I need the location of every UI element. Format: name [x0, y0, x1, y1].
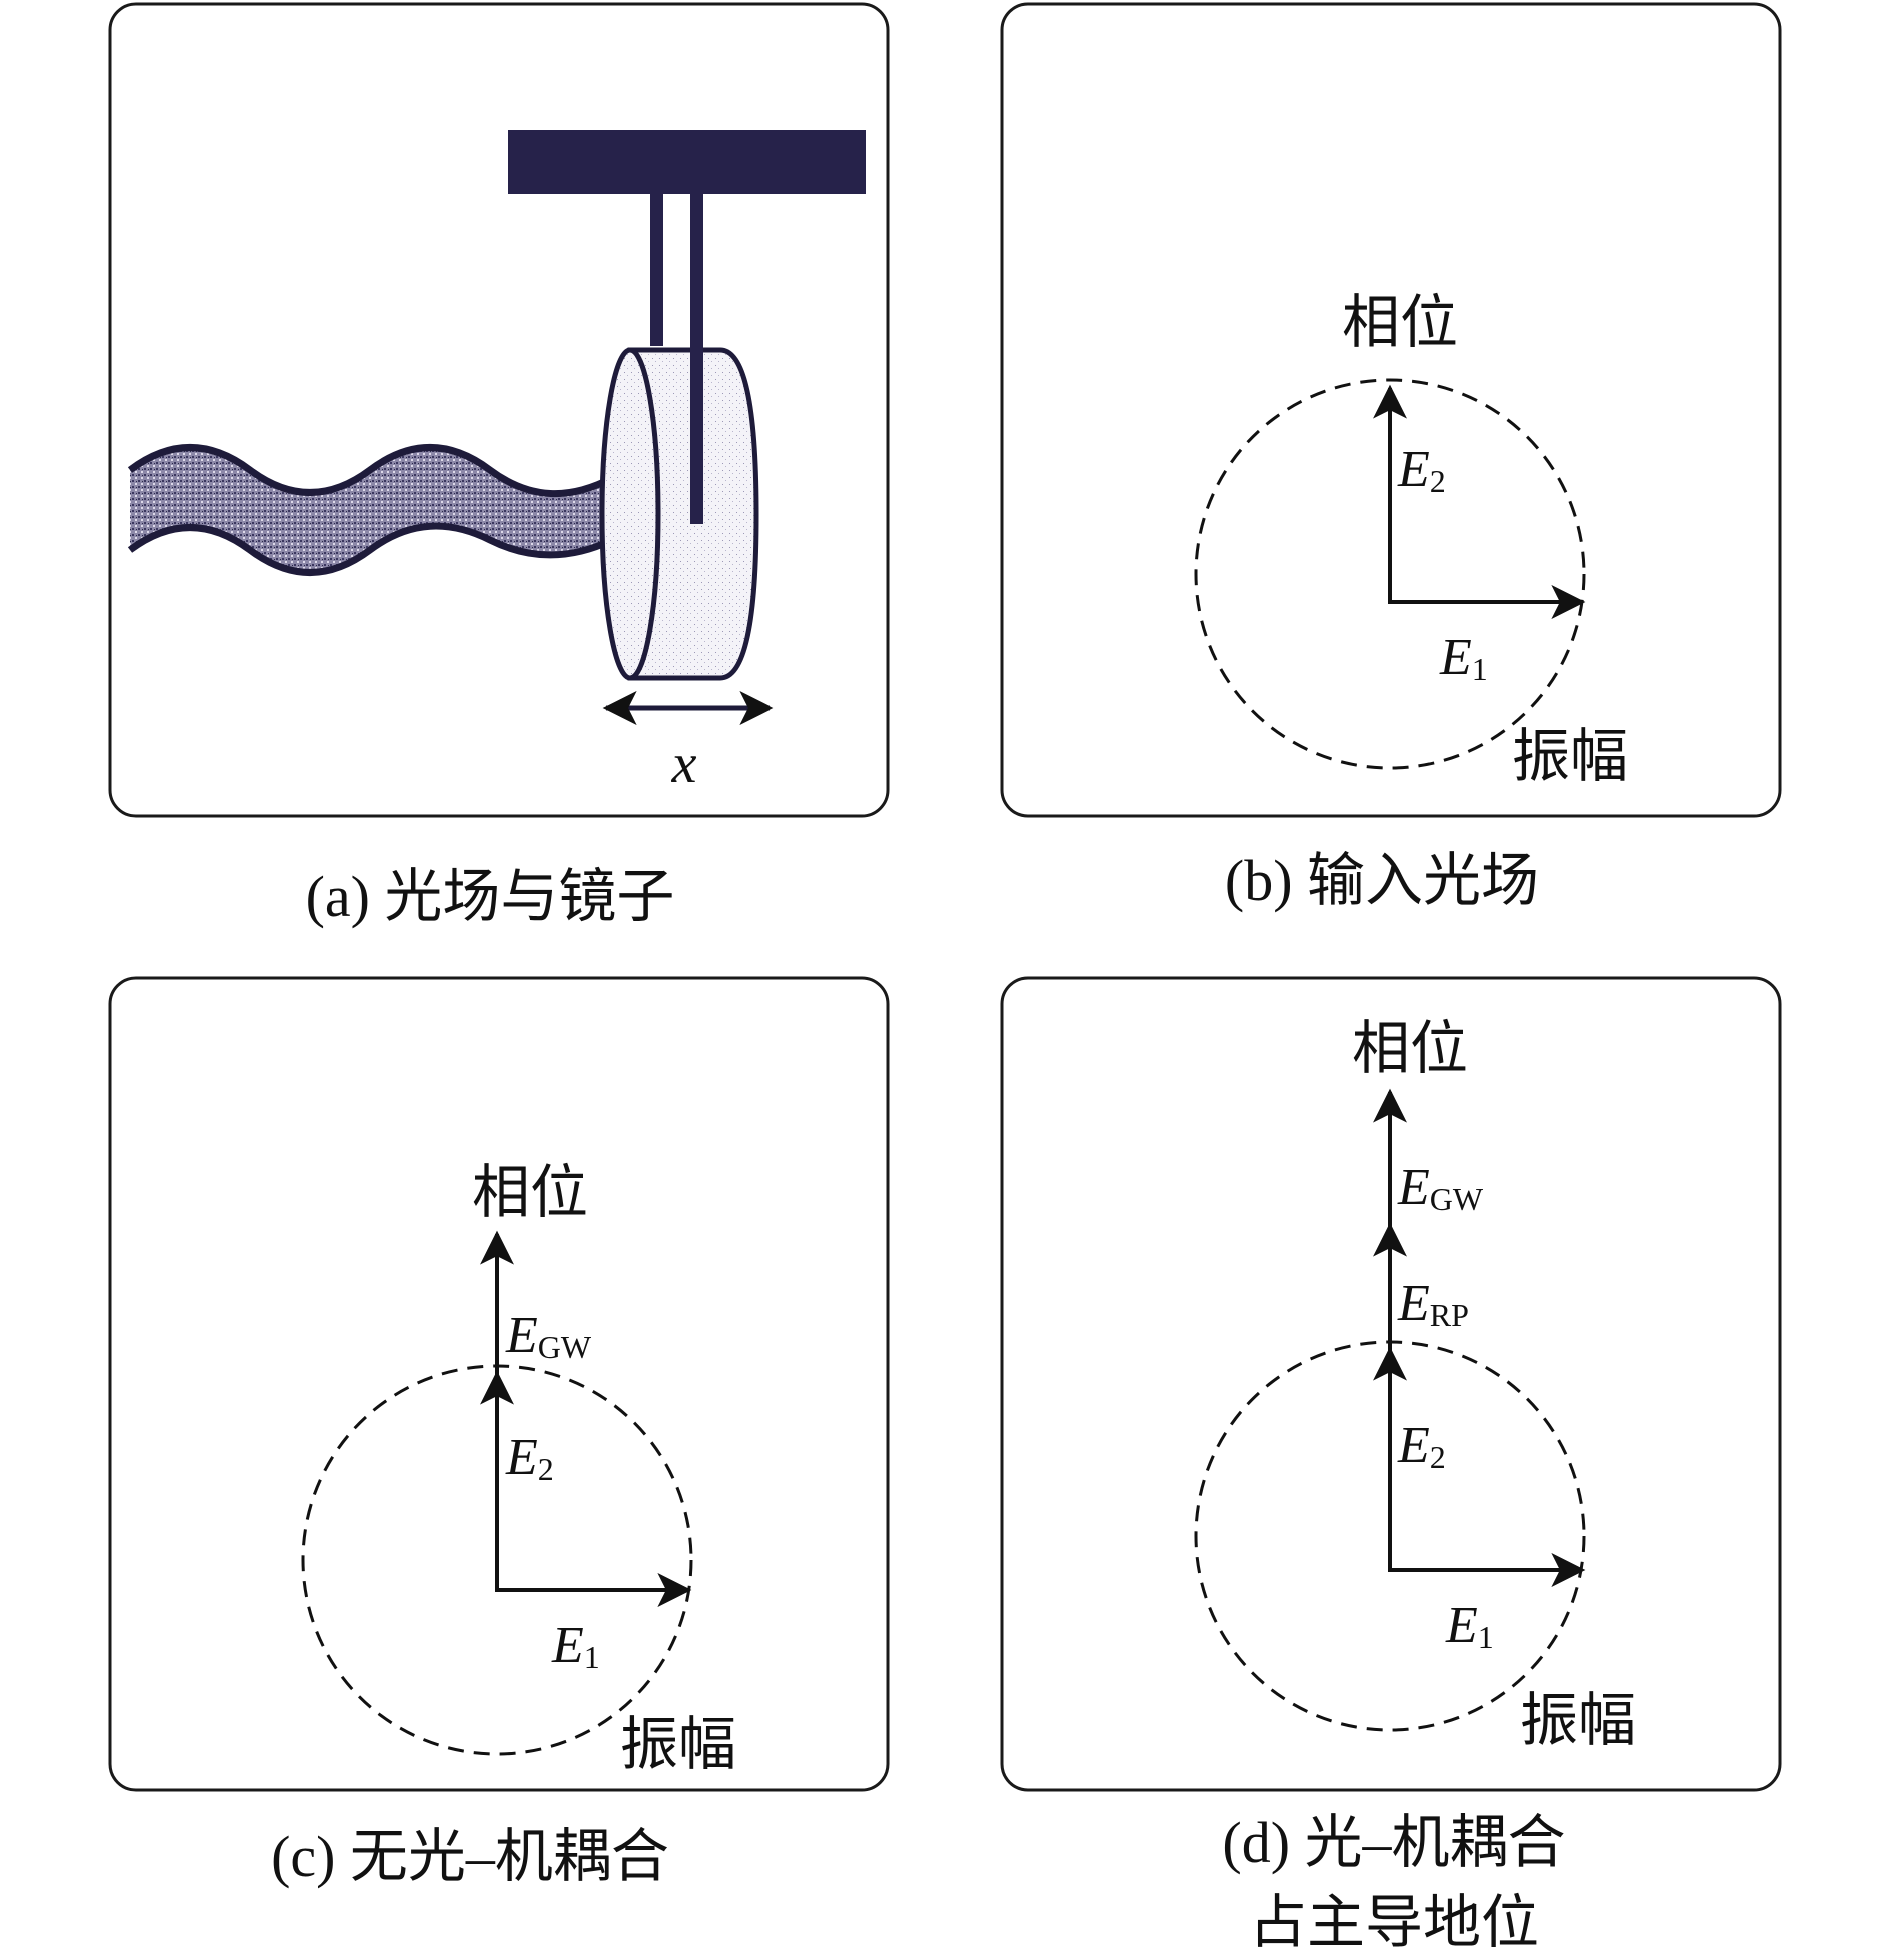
support-bar [508, 130, 866, 194]
panel-d-frame [1000, 976, 1782, 1792]
e2-label: E2 [1397, 441, 1446, 499]
panel-b-frame [1000, 2, 1782, 818]
panel-d: 相位 振幅 EGW ERP E2 E1 [1000, 976, 1782, 1792]
phase-label: 相位 [472, 1160, 588, 1225]
e1-label: E1 [1439, 629, 1488, 687]
e2-label: E2 [1397, 1417, 1446, 1475]
panel-c: 相位 振幅 EGW E2 E1 [108, 976, 890, 1792]
panel-c-caption: (c) 无光–机耦合 [271, 1824, 669, 1889]
egw-label: EGW [1397, 1159, 1484, 1217]
e1-label: E1 [1445, 1597, 1494, 1655]
panel-a-frame [108, 2, 890, 818]
panel-b-caption: (b) 输入光场 [1225, 848, 1539, 913]
panel-c-frame [108, 976, 890, 1792]
erp-label: ERP [1397, 1275, 1469, 1333]
uncertainty-circle [1194, 378, 1586, 770]
e1-label: E1 [551, 1617, 600, 1675]
amplitude-label: 振幅 [1512, 724, 1628, 789]
light-beam [127, 444, 614, 576]
egw-label: EGW [505, 1307, 592, 1365]
mirror [599, 346, 759, 681]
panel-a-caption: (a) 光场与镜子 [306, 864, 675, 929]
phase-label: 相位 [1342, 290, 1458, 355]
panel-d-caption-line2: 占主导地位 [1249, 1890, 1539, 1955]
panel-a: x [108, 2, 890, 818]
panel-d-caption-line1: (d) 光–机耦合 [1222, 1810, 1565, 1875]
displacement-label: x [671, 733, 697, 795]
amplitude-label: 振幅 [1520, 1688, 1636, 1753]
amplitude-label: 振幅 [620, 1712, 736, 1777]
panel-b: 相位 振幅 E2 E1 [1000, 2, 1782, 818]
phase-label: 相位 [1352, 1016, 1468, 1081]
e2-label: E2 [505, 1429, 554, 1487]
suspension-wire-left [650, 194, 663, 346]
